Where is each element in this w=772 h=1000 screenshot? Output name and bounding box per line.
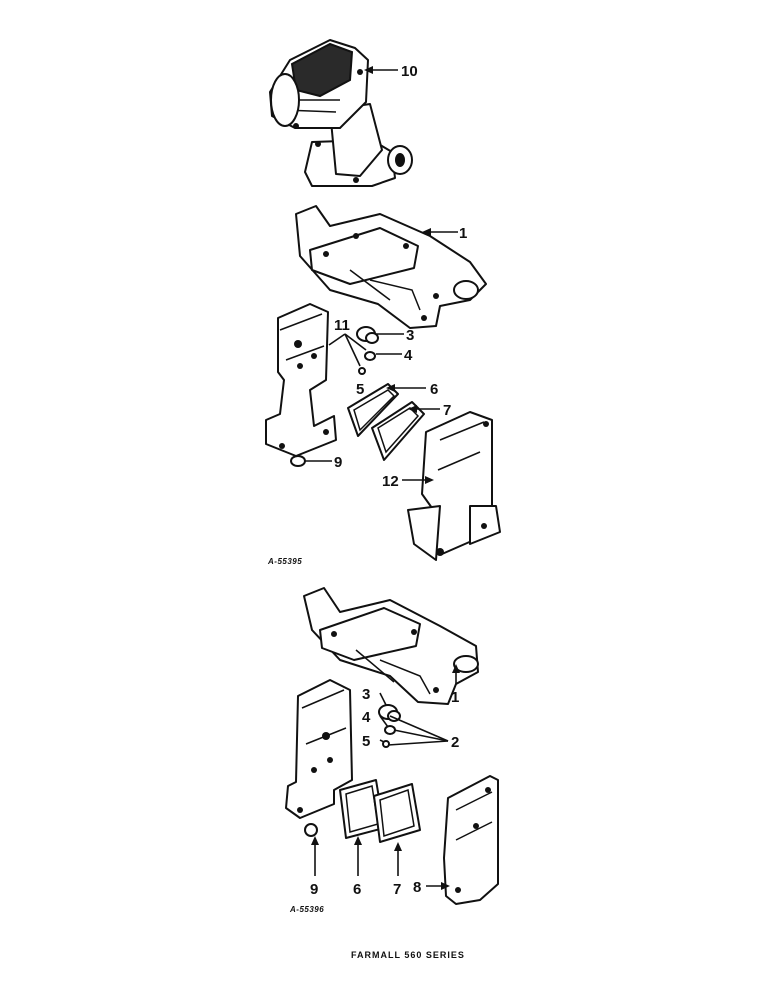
cover-plate-7-lower [373, 783, 421, 843]
o-ring-9 [290, 455, 306, 467]
callout-5-middle: 5 [356, 381, 364, 398]
cover-plate-7 [371, 401, 425, 461]
callout-11-middle: 11 [334, 317, 350, 334]
gasket-6 [347, 383, 399, 437]
o-ring-9-lower [304, 823, 318, 837]
leader-lines [305, 66, 460, 890]
callout-1-middle: 1 [459, 225, 467, 242]
washer-4 [364, 351, 376, 361]
valve-block-lower [285, 679, 353, 819]
callout-6-bottom: 6 [353, 881, 361, 898]
figure-reference-bottom: A-55396 [289, 905, 324, 914]
callout-9-middle: 9 [334, 454, 342, 471]
lift-housing-1-lower [303, 587, 479, 705]
callout-7-bottom: 7 [393, 881, 401, 898]
valve-block [265, 303, 337, 457]
o-ring-5-lower [382, 740, 390, 748]
figure-reference-middle: A-55395 [267, 557, 302, 566]
callout-3-bottom: 3 [362, 686, 370, 703]
mounting-bracket-12 [407, 411, 501, 561]
callout-4-middle: 4 [404, 347, 413, 364]
callout-1-bottom: 1 [451, 689, 459, 706]
callout-5-bottom: 5 [362, 733, 370, 750]
callout-12-middle: 12 [382, 473, 399, 490]
callout-10-top: 10 [401, 63, 418, 80]
callout-2-bottom: 2 [451, 734, 459, 751]
callout-4-bottom: 4 [362, 709, 371, 726]
series-footer: FARMALL 560 SERIES [351, 950, 465, 960]
callout-7-middle: 7 [443, 402, 451, 419]
callout-labels: 10 1 11 3 4 5 6 7 9 12 1 3 4 5 2 9 6 7 8 [310, 63, 467, 898]
mounting-bracket-8 [443, 775, 499, 905]
assembly-housing-10 [269, 39, 413, 187]
callout-6-middle: 6 [430, 381, 438, 398]
callout-9-bottom: 9 [310, 881, 318, 898]
o-ring-5 [358, 367, 366, 375]
callout-8-bottom: 8 [413, 879, 421, 896]
lift-housing-1 [295, 205, 487, 329]
callout-3-middle: 3 [406, 327, 414, 344]
washer-4-lower [384, 725, 396, 735]
fitting-3 [356, 326, 379, 344]
